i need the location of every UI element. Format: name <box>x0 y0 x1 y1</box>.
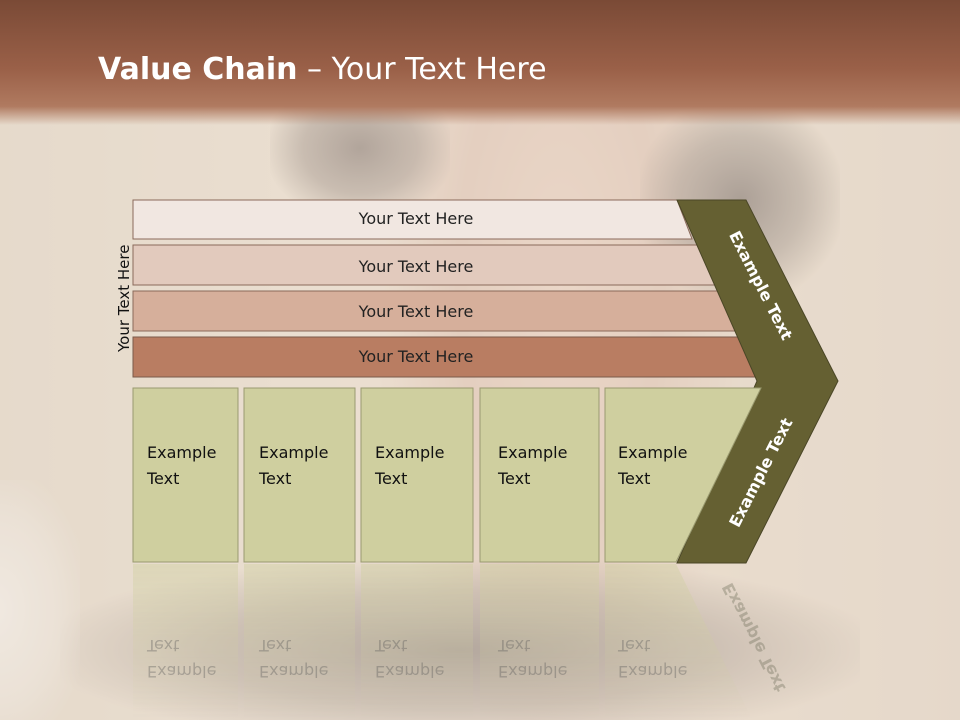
col3-line2: Text <box>375 469 408 488</box>
primary-column-label-1: Example Text <box>147 440 216 492</box>
primary-column-4 <box>479 387 600 563</box>
primary-column-label-5: Example Text <box>618 440 687 492</box>
title-bar <box>0 0 960 125</box>
col1-line1: Example <box>147 443 217 462</box>
support-row-label-1: Your Text Here <box>358 209 474 228</box>
title-rest: – Your Text Here <box>297 52 547 87</box>
primary-column-2 <box>243 387 356 563</box>
diagram-reflection <box>133 199 838 720</box>
col2-line2: Text <box>259 469 292 488</box>
primary-column-label-4: Example Text <box>498 440 567 492</box>
support-row-label-3: Your Text Here <box>358 302 474 321</box>
primary-column-1 <box>132 387 239 563</box>
col1-line2: Text <box>147 469 180 488</box>
primary-column-label-3: Example Text <box>375 440 444 492</box>
primary-column-3 <box>360 387 474 563</box>
col5-line1: Example <box>618 443 688 462</box>
primary-column-label-2: Example Text <box>259 440 328 492</box>
support-row-label-2: Your Text Here <box>358 257 474 276</box>
support-row-1 <box>132 199 693 240</box>
title-bold: Value Chain <box>98 52 298 87</box>
primary-column-5 <box>604 387 762 563</box>
col4-line2: Text <box>498 469 531 488</box>
support-row-label-4: Your Text Here <box>358 347 474 366</box>
col5-line2: Text <box>618 469 651 488</box>
col3-line1: Example <box>375 443 445 462</box>
slide-title: Value Chain – Your Text Here <box>98 52 547 87</box>
col2-line1: Example <box>259 443 329 462</box>
col4-line1: Example <box>498 443 568 462</box>
